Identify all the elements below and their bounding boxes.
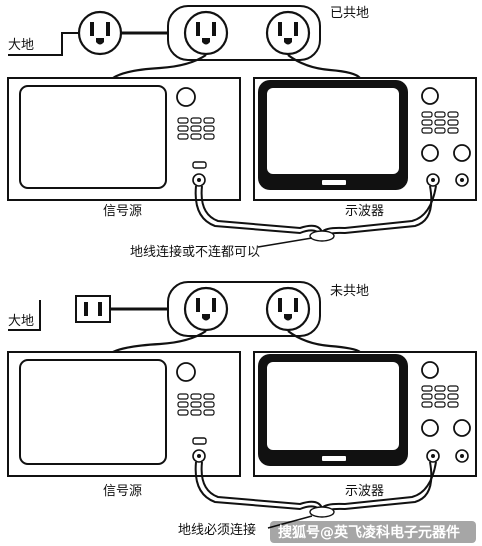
scope-screen-button	[322, 456, 346, 461]
scope-label: 示波器	[345, 484, 384, 499]
generator-power-cord	[112, 54, 207, 79]
scope-knob-right	[453, 419, 471, 437]
note-text: 地线必须连接	[178, 522, 256, 538]
note-pointer	[267, 515, 313, 529]
generator-screen	[19, 85, 167, 189]
generator-label: 信号源	[103, 204, 142, 219]
scope-knob	[421, 361, 439, 379]
watermark: 搜狐号@英飞凌科电子元器件	[270, 521, 476, 543]
scope-knob	[421, 87, 439, 105]
ground-connection-point	[309, 230, 335, 242]
ground-label: 大地	[8, 314, 34, 329]
top-diagram: 大地 已共地 信号源	[7, 5, 477, 260]
status-label: 已共地	[330, 6, 369, 21]
generator-button	[192, 437, 207, 445]
generator-screen	[19, 359, 167, 465]
oscilloscope	[253, 77, 477, 201]
signal-generator	[7, 77, 241, 201]
note-pointer	[257, 237, 313, 248]
scope-knob-right	[453, 144, 471, 162]
watermark-text: 搜狐号@英飞凌科电子元器件	[278, 524, 460, 541]
strip-socket-right	[265, 10, 311, 56]
ground-line	[8, 32, 78, 56]
strip-socket-right	[265, 286, 311, 332]
wall-socket	[77, 10, 123, 56]
oscilloscope	[253, 351, 477, 477]
strip-socket-left	[183, 10, 229, 56]
two-pin-plug	[75, 295, 111, 323]
generator-knob	[176, 362, 196, 382]
bottom-diagram: 大地 未共地 信号源	[7, 281, 477, 538]
scope-power-cord	[287, 330, 361, 353]
generator-knob	[176, 87, 196, 107]
scope-screen-button	[322, 180, 346, 185]
generator-button	[192, 161, 207, 169]
ground-label: 大地	[8, 38, 34, 53]
status-label: 未共地	[330, 284, 369, 299]
ground-line	[8, 300, 41, 331]
note-text: 地线连接或不连都可以	[130, 244, 260, 260]
ground-connection-point	[309, 506, 335, 518]
scope-knob-left	[421, 419, 439, 437]
scope-label: 示波器	[345, 204, 384, 219]
signal-generator	[7, 351, 241, 477]
strip-socket-left	[183, 286, 229, 332]
scope-power-cord	[287, 54, 361, 79]
generator-power-cord	[112, 330, 207, 353]
generator-label: 信号源	[103, 484, 142, 499]
scope-knob-left	[421, 144, 439, 162]
